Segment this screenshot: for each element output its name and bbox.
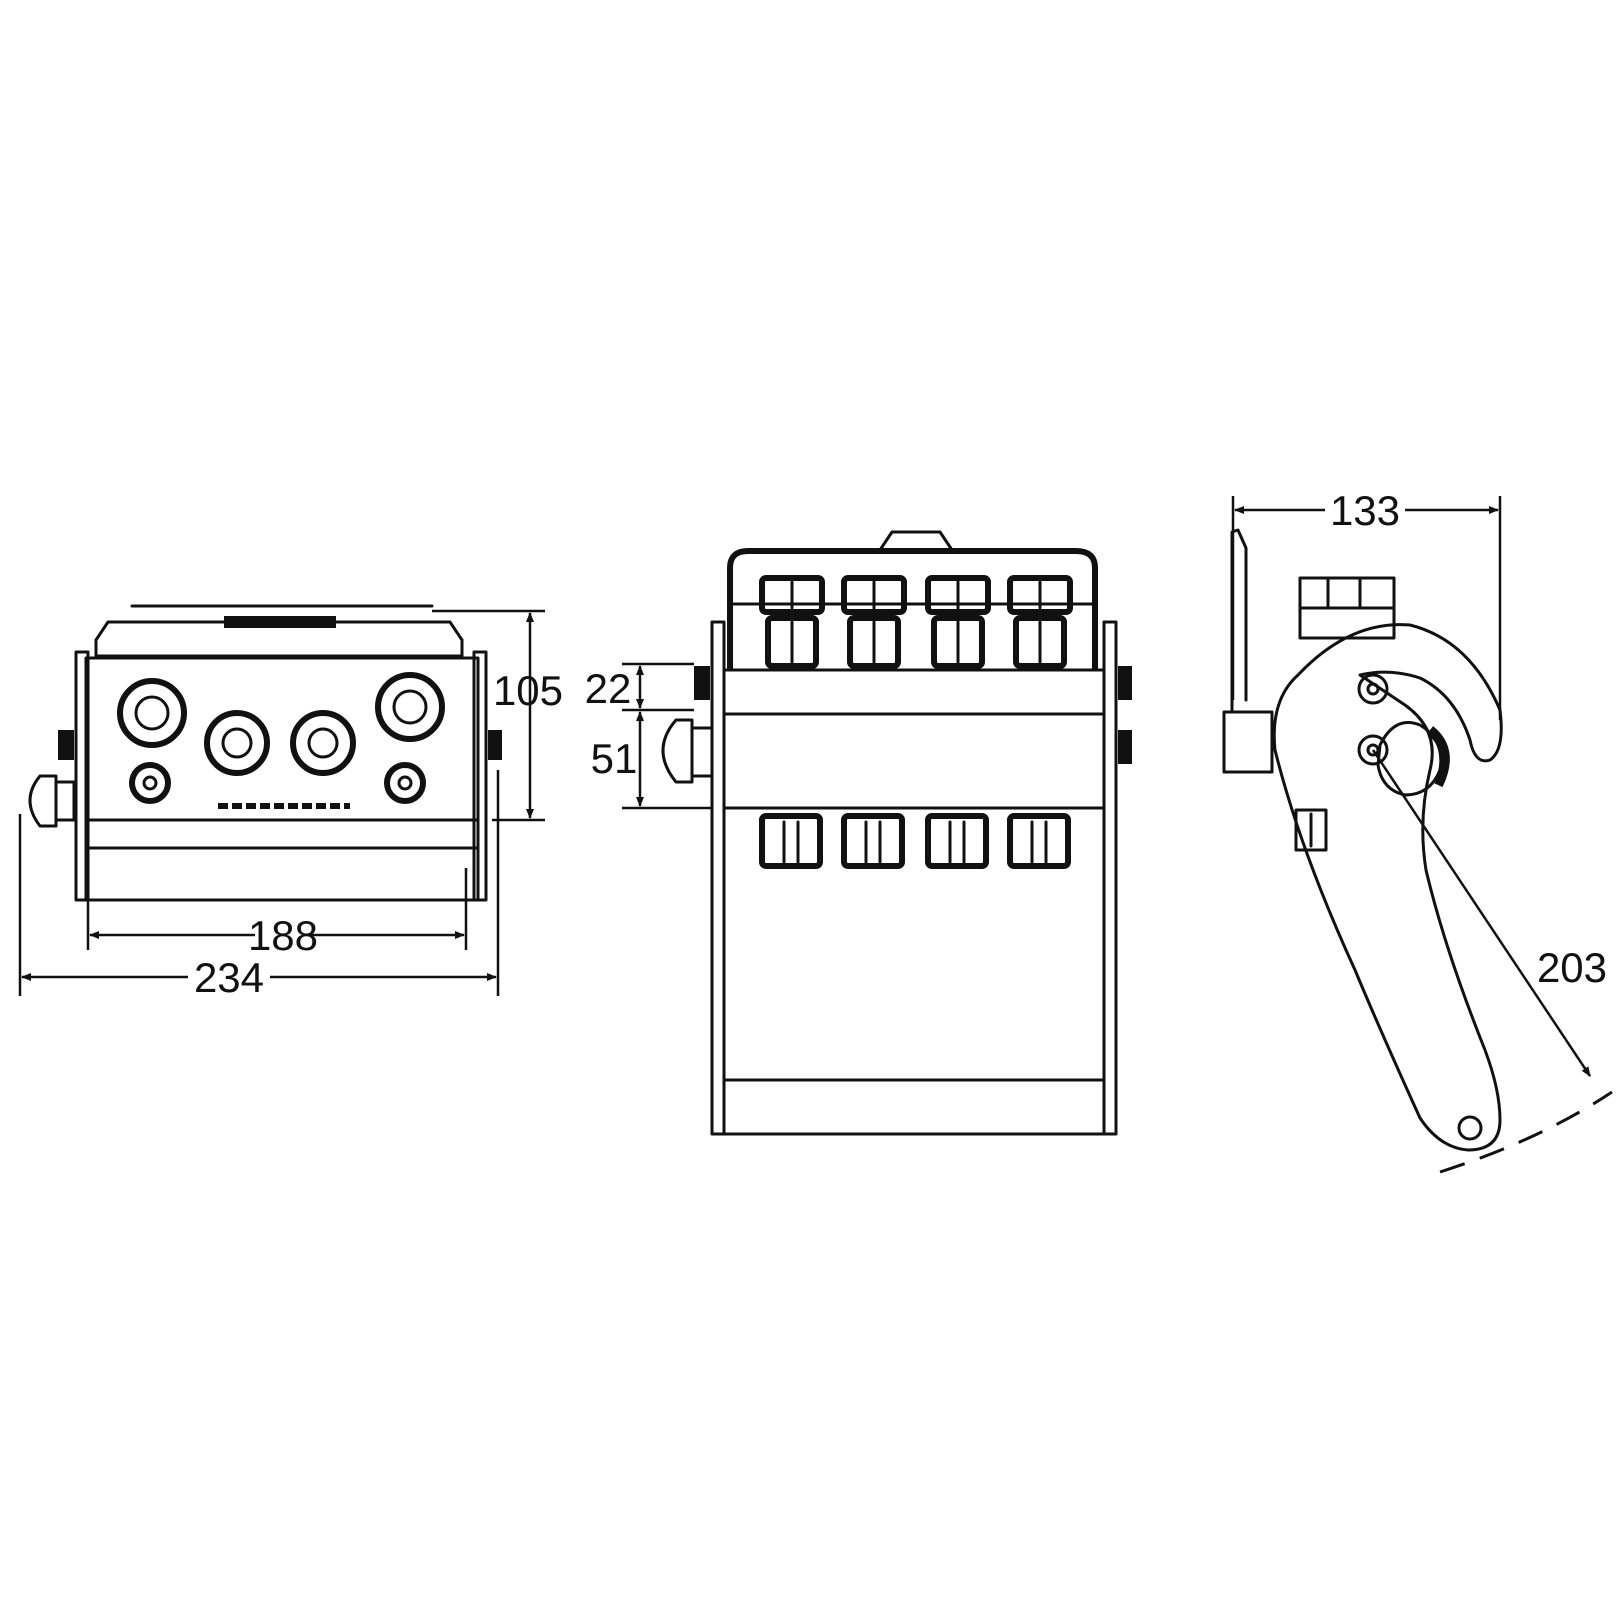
side-coupler-upper-1 [759, 575, 825, 669]
dimension-188-label: 188 [248, 912, 318, 959]
dimension-203-label: 203 [1537, 944, 1607, 991]
dimension-105-label: 105 [493, 667, 563, 714]
dimension-22: 22 [585, 662, 694, 712]
front-port-large-1 [117, 678, 187, 748]
side-coupler-upper-3 [925, 575, 991, 669]
side-coupler-upper-2 [841, 575, 907, 669]
front-port-large-2 [375, 672, 445, 742]
front-port-medium-1 [204, 710, 270, 776]
dimension-234: 234 [18, 770, 500, 1001]
side-coupler-lower-2 [841, 813, 905, 869]
lever-arm [1272, 623, 1503, 1152]
side-coupler-lower-4 [1007, 813, 1071, 869]
dimension-133-label: 133 [1330, 487, 1400, 534]
front-port-small-2 [384, 762, 426, 804]
dimension-203: 203 [1371, 749, 1607, 1077]
front-port-small-1 [129, 762, 171, 804]
side-coupler-upper-4 [1007, 575, 1073, 669]
front-view [28, 604, 502, 902]
dimension-133: 133 [1231, 487, 1502, 720]
side-coupler-lower-3 [925, 813, 989, 869]
side-view [661, 530, 1132, 1136]
side-coupler-lower-1 [759, 813, 823, 869]
dimension-51: 51 [591, 711, 712, 810]
dimension-188: 188 [86, 868, 468, 959]
dimension-105: 105 [432, 609, 563, 822]
lever-swing-arc [1439, 1090, 1613, 1174]
front-port-medium-2 [290, 710, 356, 776]
dimension-51-label: 51 [591, 735, 638, 782]
lever-view [1222, 528, 1613, 1174]
dimension-234-label: 234 [194, 954, 264, 1001]
dimension-22-label: 22 [585, 665, 632, 712]
